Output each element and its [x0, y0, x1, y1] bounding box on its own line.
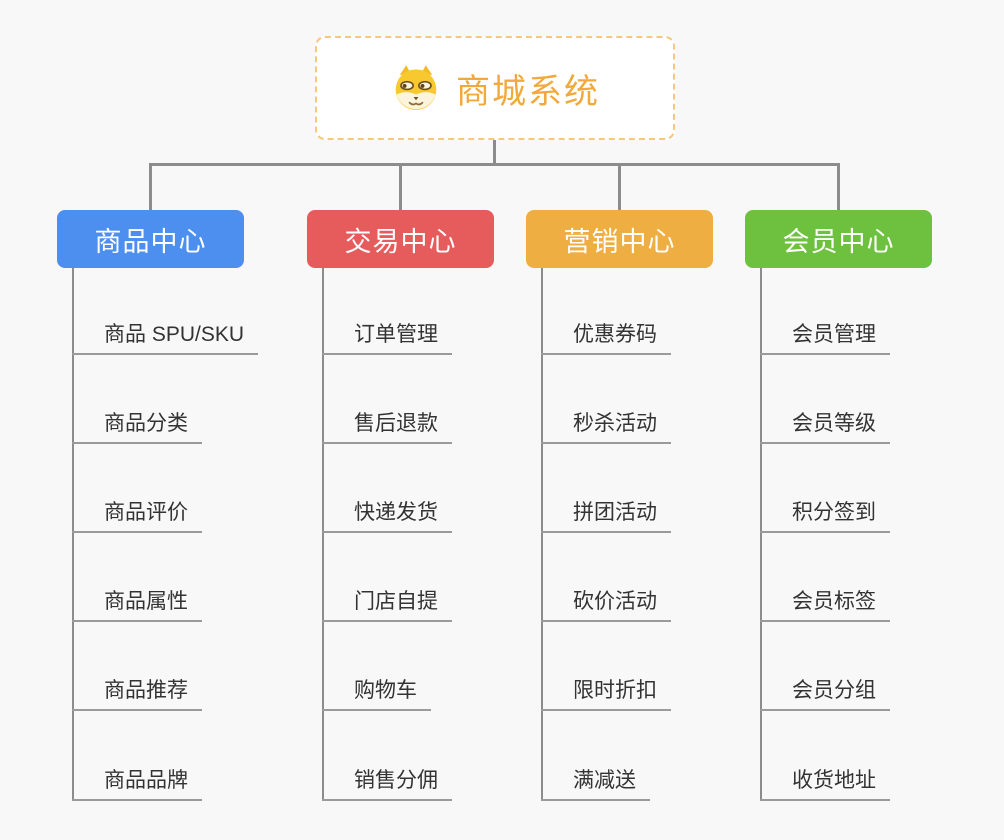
branch-product-center[interactable]: 商品中心	[57, 210, 244, 268]
node-item[interactable]: 限时折扣	[541, 669, 671, 711]
node-item[interactable]: 门店自提	[322, 580, 452, 622]
connector-horizontal-bus	[149, 163, 840, 166]
node-item[interactable]: 拼团活动	[541, 491, 671, 533]
root-title: 商城系统	[456, 72, 600, 111]
connector-drop-product	[149, 165, 152, 210]
node-item[interactable]: 快递发货	[322, 491, 452, 533]
node-item[interactable]: 满减送	[541, 759, 650, 801]
connector-root-vertical	[493, 140, 496, 164]
connector-drop-member	[837, 165, 840, 210]
node-item[interactable]: 商品分类	[72, 402, 202, 444]
node-item[interactable]: 商品属性	[72, 580, 202, 622]
root-node-mall-system[interactable]: 商城系统	[315, 36, 675, 140]
spine-trade	[322, 268, 324, 801]
node-item[interactable]: 会员等级	[760, 402, 890, 444]
node-item[interactable]: 积分签到	[760, 491, 890, 533]
node-item[interactable]: 购物车	[322, 669, 431, 711]
spine-member	[760, 268, 762, 801]
branch-trade-center[interactable]: 交易中心	[307, 210, 494, 268]
connector-drop-trade	[399, 165, 402, 210]
node-item[interactable]: 售后退款	[322, 402, 452, 444]
connector-drop-marketing	[618, 165, 621, 210]
node-item[interactable]: 会员标签	[760, 580, 890, 622]
spine-product	[72, 268, 74, 801]
dog-face-icon	[395, 65, 437, 110]
node-item[interactable]: 商品 SPU/SKU	[72, 313, 259, 355]
node-item[interactable]: 会员分组	[760, 669, 890, 711]
branch-member-center[interactable]: 会员中心	[745, 210, 932, 268]
node-item[interactable]: 会员管理	[760, 313, 890, 355]
node-item[interactable]: 商品评价	[72, 491, 202, 533]
node-item[interactable]: 收货地址	[760, 759, 890, 801]
branch-marketing-center[interactable]: 营销中心	[526, 210, 713, 268]
node-item[interactable]: 砍价活动	[541, 580, 671, 622]
node-item[interactable]: 商品品牌	[72, 759, 202, 801]
node-item[interactable]: 订单管理	[322, 313, 452, 355]
node-item[interactable]: 商品推荐	[72, 669, 202, 711]
node-item[interactable]: 销售分佣	[322, 759, 452, 801]
node-item[interactable]: 优惠券码	[541, 313, 671, 355]
spine-marketing	[541, 268, 543, 801]
node-item[interactable]: 秒杀活动	[541, 402, 671, 444]
